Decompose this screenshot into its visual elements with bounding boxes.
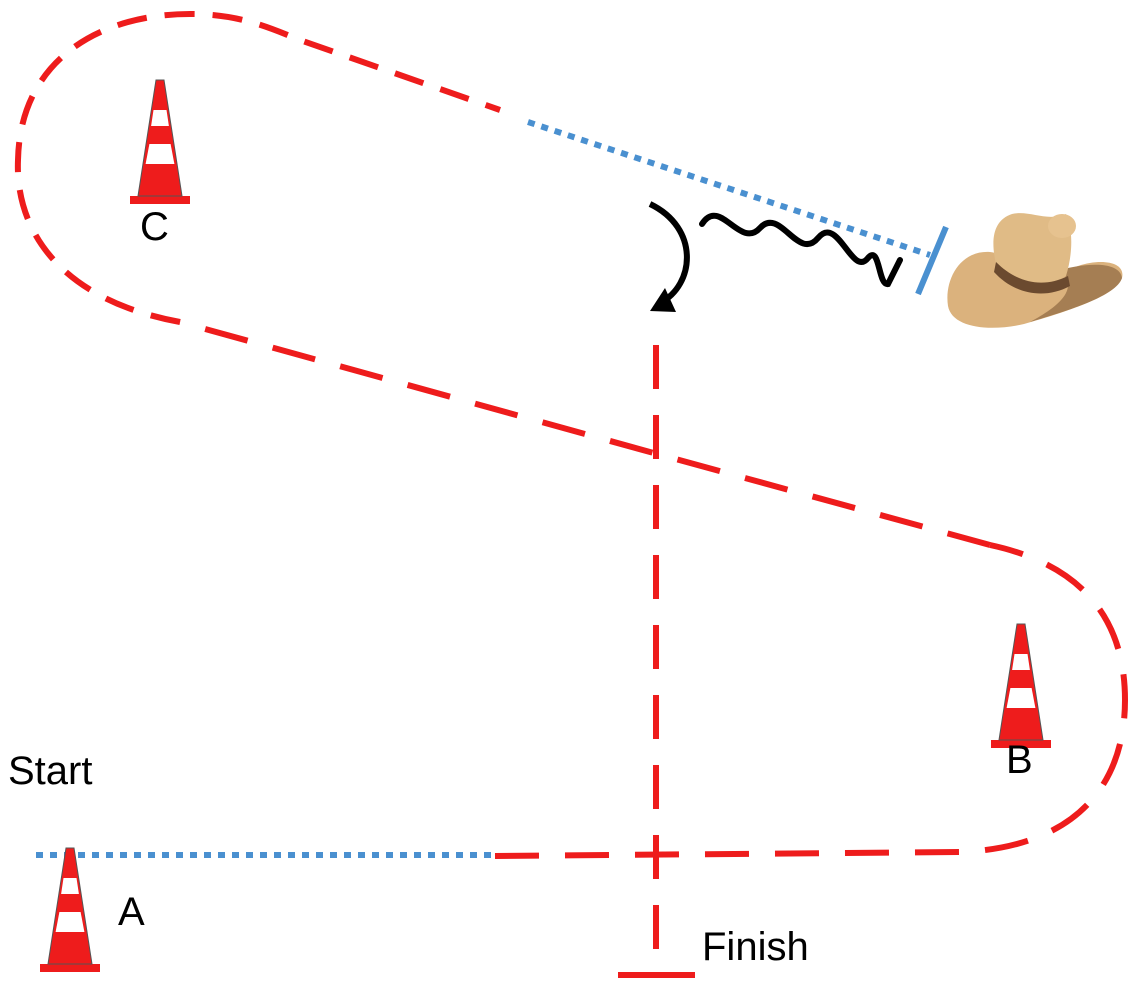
path-segment-to-b bbox=[494, 542, 1129, 859]
cone-a-icon bbox=[39, 847, 101, 973]
hat-dotted-line bbox=[527, 119, 931, 258]
cone-a-label: A bbox=[118, 890, 145, 934]
cone-c-label: C bbox=[140, 205, 169, 249]
start-label: Start bbox=[8, 749, 92, 793]
finish-label: Finish bbox=[702, 925, 809, 969]
cowboy-hat-icon bbox=[947, 213, 1123, 328]
path-segment-b-to-c bbox=[179, 319, 991, 548]
curved-arrow-icon bbox=[648, 201, 690, 312]
course-path bbox=[14, 10, 1129, 975]
wavy-line-icon bbox=[699, 212, 903, 287]
path-segment-c-loop bbox=[14, 10, 501, 325]
cone-b-icon bbox=[990, 623, 1052, 749]
hat-marker-bar bbox=[915, 225, 949, 296]
cone-c-icon bbox=[129, 79, 191, 205]
dotted-lines bbox=[36, 119, 931, 858]
cone-b-label: B bbox=[1006, 738, 1033, 782]
